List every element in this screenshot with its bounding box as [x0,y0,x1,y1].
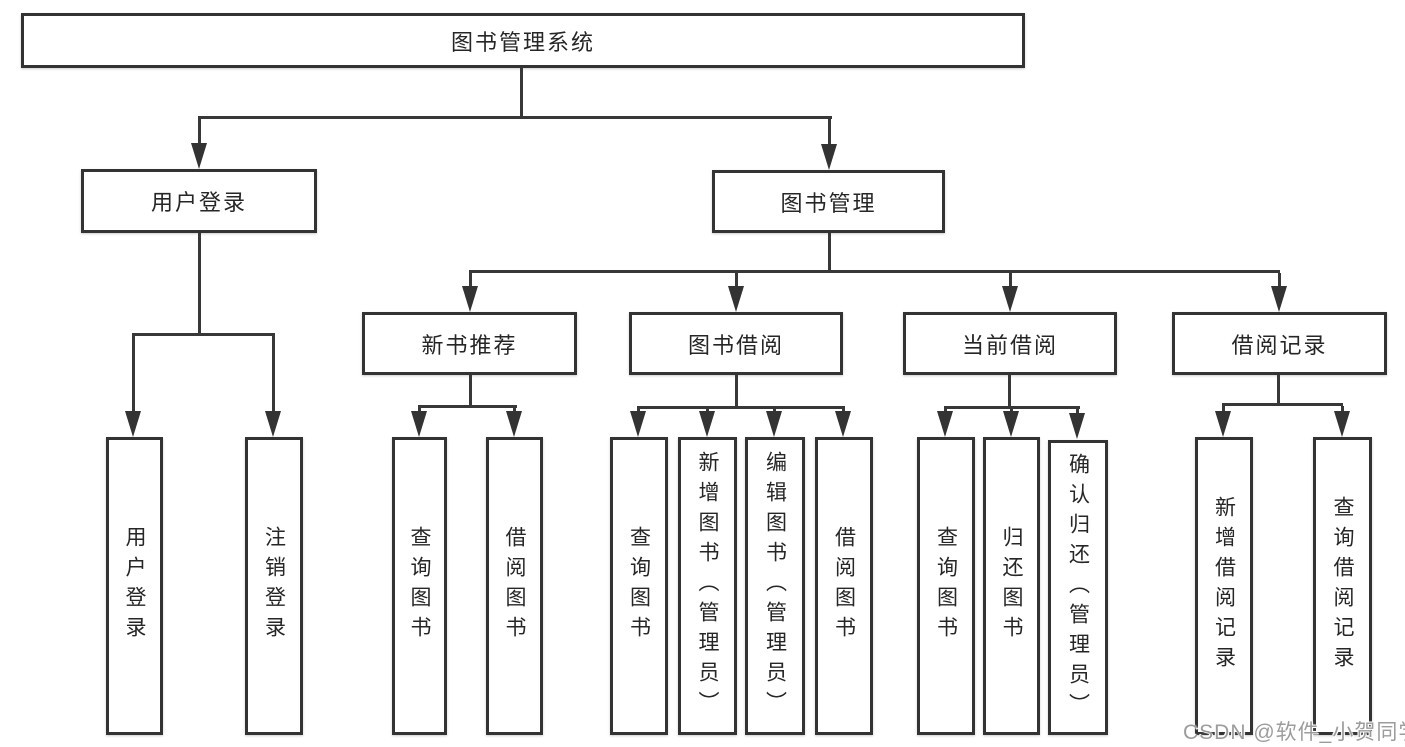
leaf-confirm-return-admin: 确认归还（管理员） [1048,440,1108,735]
arrow-down-icon [1271,286,1287,312]
leaf-add-book-admin: 新增图书（管理员） [678,437,737,735]
connector-current-drop-3 [1076,408,1079,414]
node-label: 新书推荐 [421,332,518,358]
node-label: 新增借阅记录 [1212,496,1236,676]
arrow-down-icon [630,411,646,437]
node-new-book-recommendation: 新书推荐 [362,312,577,375]
node-label: 图书管理 [780,190,877,216]
arrow-down-icon [1069,413,1085,439]
arrow-down-icon [411,411,427,437]
arrow-down-icon [506,411,522,437]
connector-current-stem [1008,375,1011,407]
connector-userlogin-drop-2 [272,336,275,412]
arrow-down-icon [191,143,207,169]
arrow-down-icon [1334,411,1350,437]
node-label: 查询图书 [627,526,651,646]
node-library-management-system: 图书管理系统 [21,13,1025,68]
node-label: 编辑图书（管理员） [763,451,787,721]
connector-newbook-split [418,405,517,408]
node-label: 查询借阅记录 [1331,496,1354,676]
connector-mgmt-drop-3 [1009,273,1012,287]
node-label: 借阅图书 [503,526,526,646]
csdn-watermark: CSDN @软件_小贺同学 [1183,721,1405,744]
node-user-login: 用户登录 [81,169,317,233]
leaf-newbook-query-books: 查询图书 [392,437,447,735]
leaf-add-borrow-record: 新增借阅记录 [1195,437,1253,735]
node-label: 图书管理系统 [450,29,595,55]
node-label: 当前借阅 [961,332,1058,358]
node-borrowing-records: 借阅记录 [1172,312,1387,375]
arrow-down-icon [125,411,141,437]
arrow-down-icon [821,144,837,170]
node-label: 借阅记录 [1231,332,1328,358]
arrow-down-icon [937,411,953,437]
connector-records-drop-1 [1222,406,1225,414]
node-label: 用户登录 [123,526,146,646]
leaf-current-query-books: 查询图书 [917,437,975,735]
node-label: 用户登录 [150,190,247,215]
arrow-down-icon [462,286,478,312]
connector-root-drop-right [828,119,831,147]
node-label: 借阅图书 [832,526,856,646]
node-label: 新增图书（管理员） [696,451,719,721]
connector-root-drop-left [198,119,201,147]
connector-mgmt-drop-4 [1278,273,1281,287]
node-label: 注销登录 [262,526,286,646]
node-label: 确认归还（管理员） [1066,452,1090,723]
connector-borrow-stem [735,375,738,407]
node-book-borrowing: 图书借阅 [629,312,843,375]
connector-root-stem [520,66,523,118]
arrow-down-icon [265,411,281,437]
connector-userlogin-split [132,333,275,336]
leaf-newbook-borrow-books: 借阅图书 [486,437,543,735]
connector-userlogin-stem [198,233,201,334]
node-label: 查询图书 [934,526,958,646]
connector-borrow-split [637,406,845,409]
connector-root-split [198,116,832,119]
leaf-logout: 注销登录 [245,437,303,735]
node-label: 图书借阅 [687,332,784,358]
arrow-down-icon [1002,286,1018,312]
leaf-borrow-borrow-books: 借阅图书 [815,437,873,735]
connector-mgmt-drop-2 [735,273,738,287]
arrow-down-icon [728,286,744,312]
connector-records-split [1222,403,1343,406]
connector-mgmt-split [469,270,1280,273]
connector-userlogin-drop-1 [132,336,135,412]
connector-newbook-stem [469,375,472,407]
arrow-down-icon [766,411,782,437]
connector-current-split [944,406,1080,409]
arrow-down-icon [835,411,851,437]
node-label: 查询图书 [408,526,431,646]
leaf-query-borrow-record: 查询借阅记录 [1313,437,1372,735]
leaf-user-login: 用户登录 [106,437,163,735]
arrow-down-icon [699,411,715,437]
connector-records-drop-2 [1341,406,1344,414]
leaf-return-books: 归还图书 [983,437,1040,735]
connector-mgmt-drop-1 [469,273,472,287]
node-book-management: 图书管理 [712,170,945,233]
leaf-edit-book-admin: 编辑图书（管理员） [745,437,805,735]
arrow-down-icon [1215,411,1231,437]
node-current-borrowing: 当前借阅 [903,312,1117,375]
connector-records-stem [1277,375,1280,405]
leaf-borrow-query-books: 查询图书 [610,437,668,735]
arrow-down-icon [1003,411,1019,437]
connector-mgmt-stem [828,233,831,272]
node-label: 归还图书 [1000,526,1023,646]
